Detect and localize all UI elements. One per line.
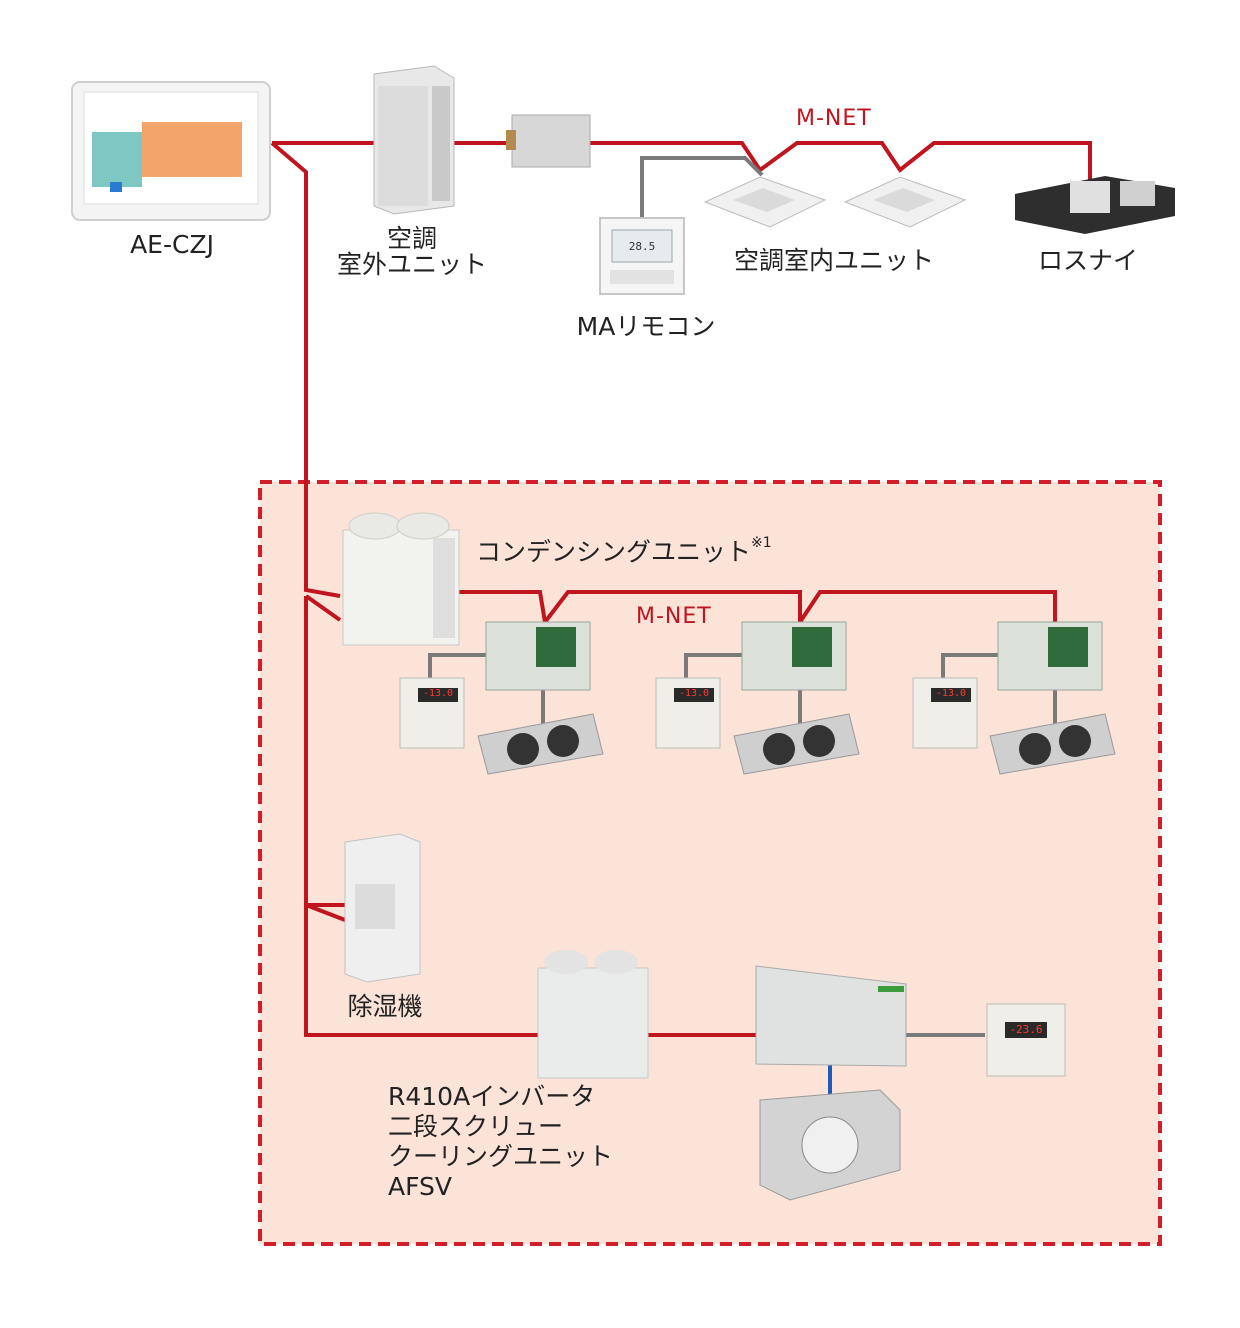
unit-cooler-3 (989, 713, 1116, 775)
condensing-unit-label: コンデンシングユニット※1 (476, 532, 772, 567)
cooling-unit-label-line2: 二段スクリュー (388, 1112, 564, 1141)
outdoor-unit-label-line2: 室外ユニット (336, 250, 488, 279)
unit-cooler-2 (733, 713, 860, 775)
condensing-unit-text: コンデンシングユニット (476, 537, 752, 567)
ma-remote-display: 28.5 (628, 240, 656, 253)
temp-controller-1 (399, 677, 465, 749)
cooling-unit-label-line1: R410Aインバータ (388, 1082, 596, 1111)
controller-display-3: -13.0 (935, 688, 967, 699)
ae-czj-device (71, 81, 271, 221)
temp-controller-2 (655, 677, 721, 749)
temp-controller-3 (912, 677, 978, 749)
condensing-unit-note: ※1 (751, 535, 772, 551)
cooling-unit-label-line4: AFSV (388, 1172, 453, 1201)
afsv-remote-device (986, 1003, 1066, 1077)
ma-remote-line (640, 156, 764, 220)
outdoor-unit-device (373, 65, 455, 215)
outdoor-unit-label-line1: 空調 (386, 224, 438, 253)
indoor-units-label: 空調室内ユニット (733, 246, 935, 275)
dehumidifier-label: 除湿機 (347, 992, 423, 1021)
mnet-line-vertical (270, 141, 341, 598)
lossnay-label: ロスナイ (1037, 246, 1139, 275)
control-box-2 (741, 621, 847, 691)
mnet-label-bottom: M-NET (636, 604, 712, 629)
dehumidifier-device (344, 833, 421, 983)
controller-display-2: -13.0 (678, 688, 710, 699)
unit-cooler-1 (477, 713, 604, 775)
controller-display-1: -13.0 (422, 688, 454, 699)
indoor-cassette-2 (843, 176, 967, 228)
ae-czj-label: AE-CZJ (130, 230, 214, 259)
afsv-cooling-unit-device (537, 950, 649, 1079)
afsv-remote-display: -23.6 (1009, 1023, 1043, 1036)
control-box-1 (485, 621, 591, 691)
indoor-cassette-1 (703, 176, 827, 228)
lossnay-device (1015, 176, 1175, 234)
mnet-line-condenser-row (458, 590, 1057, 625)
afsv-evaporator-device (759, 1089, 901, 1201)
afsv-control-panel-device (755, 965, 907, 1067)
mnet-line-branch-dehumidifier (304, 903, 758, 1037)
cooling-unit-label-line3: クーリングユニット (388, 1142, 614, 1171)
duct-unit-device (506, 114, 591, 168)
mnet-label-top: M-NET (796, 106, 872, 131)
condensing-unit-device (342, 512, 460, 646)
ma-remote-label: MAリモコン (576, 312, 716, 341)
mnet-line-top (272, 141, 1092, 185)
ma-remote-device (599, 217, 685, 295)
control-box-3 (997, 621, 1103, 691)
